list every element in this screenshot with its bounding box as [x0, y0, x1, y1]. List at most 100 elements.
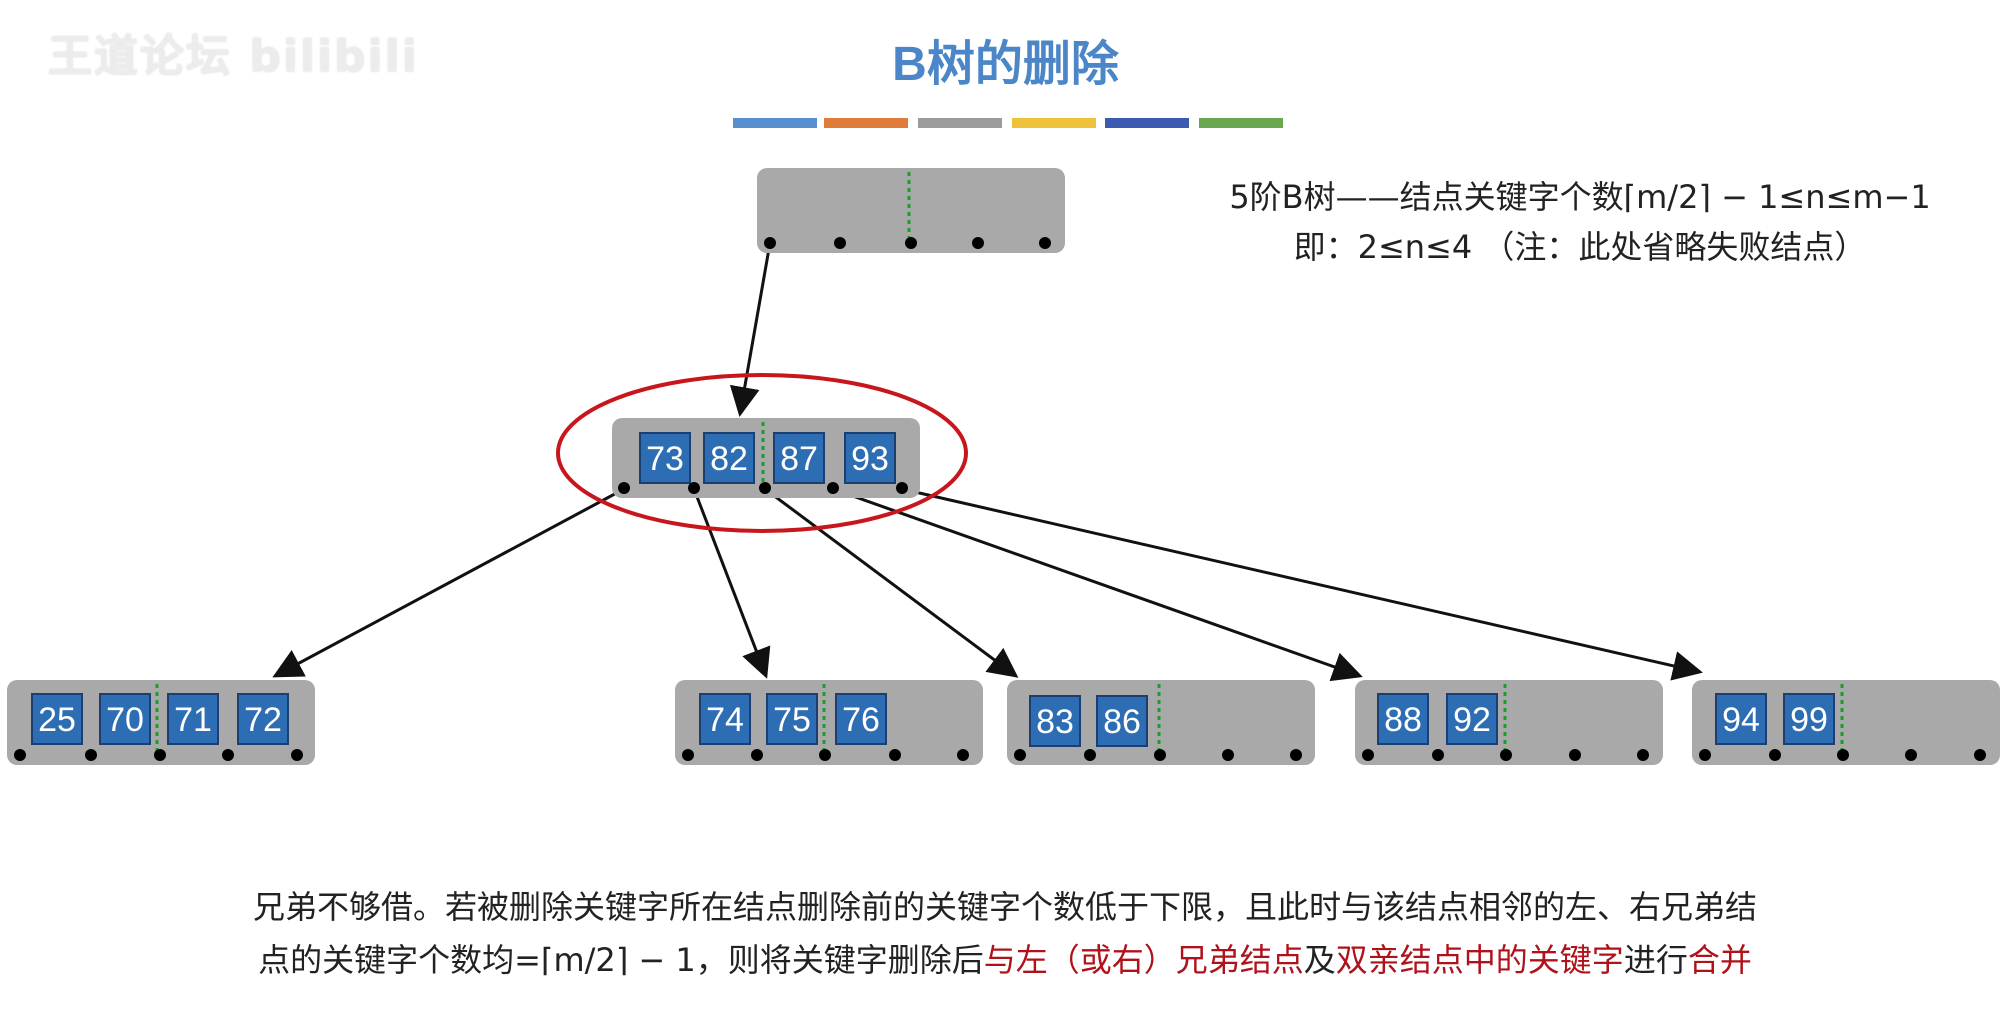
- pointer-dot: [1290, 749, 1302, 761]
- color-bar: [733, 118, 817, 128]
- key-box: [773, 432, 825, 484]
- key-box: [31, 693, 83, 745]
- key-box: [1029, 695, 1081, 747]
- pointer-dot: [1569, 749, 1581, 761]
- pointer-dot: [682, 749, 694, 761]
- leaf-node: 74 75 76: [675, 680, 983, 765]
- node-box: [757, 168, 1065, 253]
- watermark: 王道论坛 bilibili: [48, 31, 419, 82]
- explanation-line-1: 兄弟不够借。若被删除关键字所在结点删除前的关键字个数低于下限，且此时与该结点相邻…: [252, 888, 1757, 926]
- pointer-dot: [819, 749, 831, 761]
- explanation-part-f: 合并: [1687, 941, 1752, 979]
- tree-edge-arrow: [729, 242, 772, 417]
- key-label: 83: [1036, 703, 1074, 741]
- pointer-dot: [764, 237, 776, 249]
- pointer-dot: [1974, 749, 1986, 761]
- key-box: [1783, 693, 1835, 745]
- key-box: [237, 693, 289, 745]
- key-box: [1096, 695, 1148, 747]
- pointer-dot: [1837, 749, 1849, 761]
- pointer-dot: [1154, 749, 1166, 761]
- tree-edges: [272, 242, 1703, 682]
- key-label: 86: [1103, 703, 1141, 741]
- key-label: 72: [244, 701, 282, 739]
- key-label: 70: [106, 701, 144, 739]
- key-label: 74: [706, 701, 744, 739]
- leaf-node: 94 99: [1692, 680, 2000, 765]
- highlight-circle: [556, 373, 968, 533]
- color-bar: [918, 118, 1002, 128]
- tree-edge-arrow: [832, 487, 1363, 682]
- tree-edge-arrow: [272, 487, 625, 678]
- pointer-dot: [1014, 749, 1026, 761]
- pointer-dot: [1084, 749, 1096, 761]
- pointer-dot: [1222, 749, 1234, 761]
- tree-edge-arrow: [692, 488, 771, 679]
- pointer-dot: [1039, 237, 1051, 249]
- key-label: 25: [38, 701, 76, 739]
- explanation-part-d: 双亲结点中的关键字: [1335, 941, 1624, 979]
- color-bar: [1012, 118, 1096, 128]
- key-label: 92: [1453, 701, 1491, 739]
- middle-node: 73 82 87 93: [612, 418, 920, 498]
- key-box: [699, 693, 751, 745]
- pointer-dot: [905, 237, 917, 249]
- leaf-node: 88 92: [1355, 680, 1663, 765]
- key-label: 76: [842, 701, 880, 739]
- explanation-part-a: 点的关键字个数均=⌈m/2⌉ − 1，则将关键字删除后: [258, 941, 984, 979]
- key-label: 88: [1384, 701, 1422, 739]
- pointer-dot: [1699, 749, 1711, 761]
- note-line-2: 即：2≤n≤4 （注：此处省略失败结点）: [1293, 228, 1867, 266]
- pointer-dot: [889, 749, 901, 761]
- pointer-dot: [1432, 749, 1444, 761]
- node-box: [1692, 680, 2000, 765]
- key-label: 75: [773, 701, 811, 739]
- pointer-dot: [154, 749, 166, 761]
- pointer-dot: [751, 749, 763, 761]
- page-title: B树的删除: [892, 38, 1119, 91]
- explanation-part-b: 与左（或右）兄弟结点: [983, 941, 1304, 979]
- pointer-dot: [834, 237, 846, 249]
- node-box: [1355, 680, 1663, 765]
- explanation-part-c: 及: [1303, 941, 1336, 979]
- tree-edge-arrow: [764, 487, 1019, 678]
- pointer-dot: [1362, 749, 1374, 761]
- key-box: [766, 693, 818, 745]
- key-label: 93: [851, 440, 889, 478]
- key-box: [703, 432, 755, 484]
- pointer-dot: [759, 482, 771, 494]
- explanation-line-2: 点的关键字个数均=⌈m/2⌉ − 1，则将关键字删除后与左（或右）兄弟结点及双亲…: [110, 935, 1900, 981]
- key-label: 73: [646, 440, 684, 478]
- root-node: [757, 168, 1065, 253]
- key-box: [99, 693, 151, 745]
- color-bar: [1105, 118, 1189, 128]
- pointer-dot: [827, 482, 839, 494]
- pointer-dot: [291, 749, 303, 761]
- note-line-1: 5阶B树——结点关键字个数⌈m/2⌉ − 1≤n≤m−1: [1229, 178, 1931, 216]
- key-box: [835, 693, 887, 745]
- pointer-dot: [1769, 749, 1781, 761]
- color-bar: [1199, 118, 1283, 128]
- pointer-dot: [972, 237, 984, 249]
- node-box: [1007, 680, 1315, 765]
- pointer-dot: [957, 749, 969, 761]
- tree-edge-arrow: [901, 487, 1703, 681]
- key-box: [844, 432, 896, 484]
- key-label: 82: [710, 440, 748, 478]
- leaf-node: 83 86: [1007, 680, 1315, 765]
- key-label: 87: [780, 440, 818, 478]
- color-bar: [824, 118, 908, 128]
- pointer-dot: [688, 482, 700, 494]
- key-box: [639, 432, 691, 484]
- pointer-dot: [618, 482, 630, 494]
- key-label: 99: [1790, 701, 1828, 739]
- key-label: 94: [1722, 701, 1760, 739]
- key-box: [1377, 693, 1429, 745]
- key-box: [1715, 693, 1767, 745]
- key-box: [167, 693, 219, 745]
- pointer-dot: [896, 482, 908, 494]
- pointer-dot: [222, 749, 234, 761]
